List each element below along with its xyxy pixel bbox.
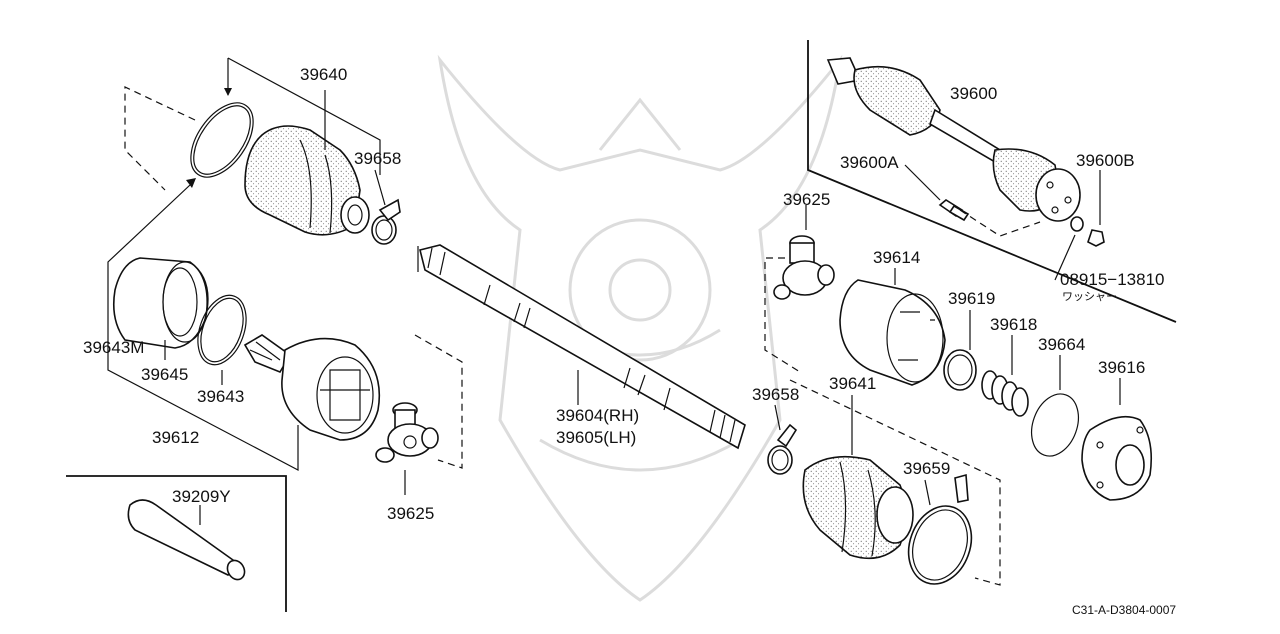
- circlip-39664-part: [1031, 393, 1079, 457]
- ring-39643-part: [197, 294, 247, 366]
- ring-39619-part: [943, 349, 977, 391]
- label-39625-right: 39625: [783, 190, 830, 209]
- label-39616: 39616: [1098, 358, 1145, 377]
- assembly-39600-part: [826, 57, 1081, 222]
- label-39209Y: 39209Y: [172, 487, 231, 506]
- label-39619: 39619: [948, 289, 995, 308]
- label-39641: 39641: [829, 374, 876, 393]
- label-39600: 39600: [950, 84, 997, 103]
- spider-39625-right-part: [773, 235, 835, 300]
- label-39604: 39604(RH): [556, 406, 639, 425]
- flange-39616-part: [1081, 415, 1153, 501]
- diagram-code: C31-A-D3804-0007: [1072, 603, 1176, 617]
- housing-39614-part: [839, 279, 946, 386]
- inset-39209Y: [66, 475, 287, 612]
- label-39645: 39645: [141, 365, 188, 384]
- label-39614: 39614: [873, 248, 920, 267]
- right-group: [764, 40, 1177, 586]
- label-39618: 39618: [990, 315, 1037, 334]
- band-39659-part: [907, 473, 973, 585]
- label-39643M: 39643M: [83, 338, 144, 357]
- o-ring-part: [190, 102, 254, 178]
- boot-39641-part: [802, 455, 914, 560]
- joint-39612-part: [243, 334, 381, 441]
- label-39612: 39612: [152, 428, 199, 447]
- boot-39640-part: [244, 125, 370, 236]
- housing-39643M-part: [112, 257, 209, 349]
- shaft-39604-part: [417, 244, 746, 450]
- label-39664: 39664: [1038, 335, 1085, 354]
- label-39659: 39659: [903, 459, 950, 478]
- spider-39625-left-part: [375, 402, 439, 463]
- label-39605: 39605(LH): [556, 428, 636, 447]
- label-39600A: 39600A: [840, 153, 899, 172]
- label-08915-13810: 08915−13810: [1060, 270, 1164, 289]
- clamp-39658-part: [371, 198, 401, 245]
- label-39625-left: 39625: [387, 504, 434, 523]
- clamp-39658-right-part: [767, 423, 798, 475]
- label-washer: ワッシャー: [1062, 291, 1117, 303]
- spring-39618-part: [981, 370, 1029, 417]
- samurai-helmet-icon: [437, 54, 843, 602]
- label-39658-right: 39658: [752, 385, 799, 404]
- label-39600B: 39600B: [1076, 151, 1135, 170]
- left-group: [107, 57, 746, 495]
- label-39658-left: 39658: [354, 149, 401, 168]
- label-39643: 39643: [197, 387, 244, 406]
- label-39640: 39640: [300, 65, 347, 84]
